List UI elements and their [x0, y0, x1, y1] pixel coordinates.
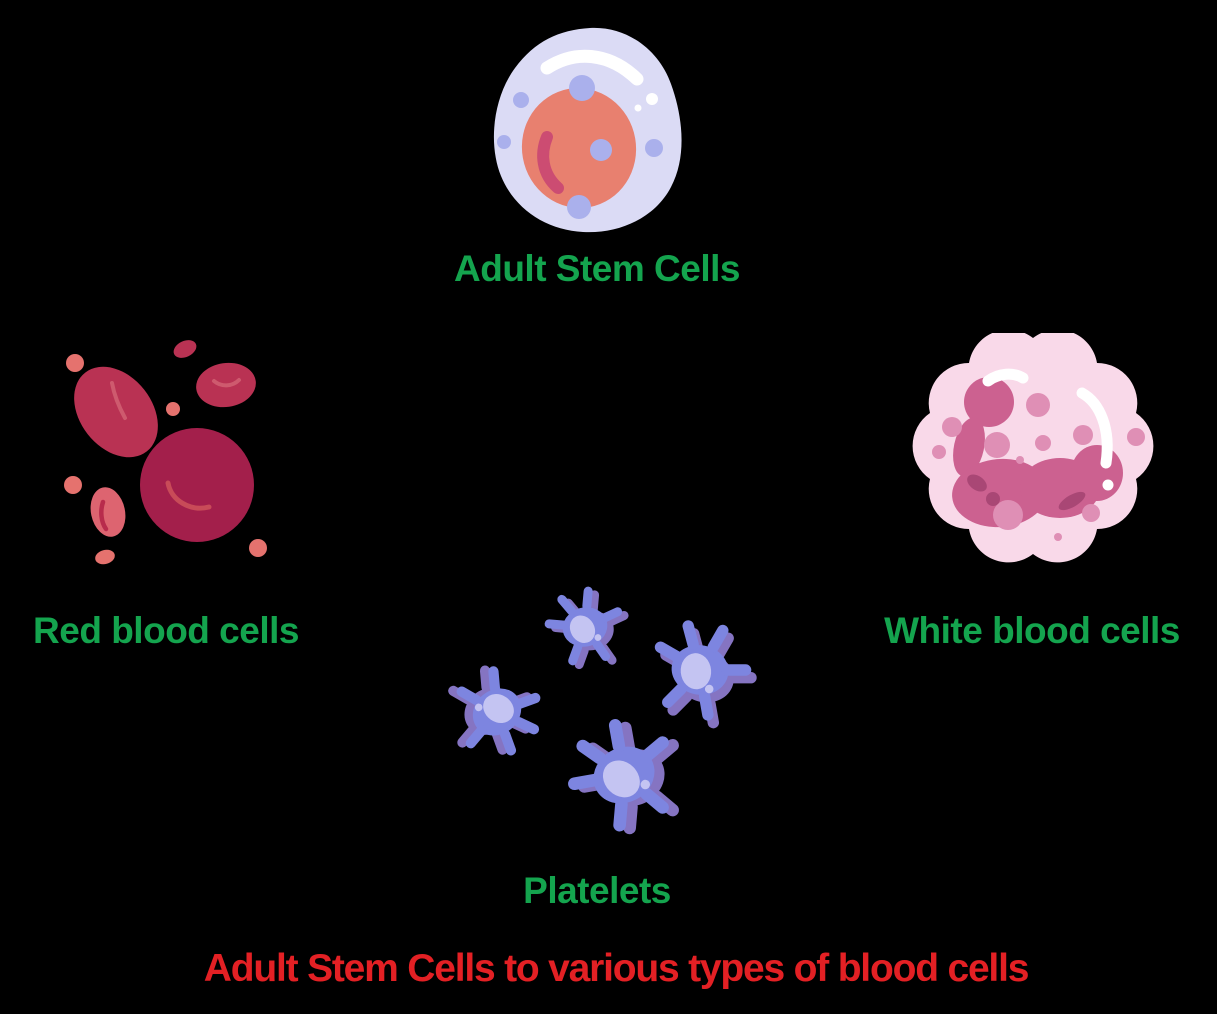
- diagram-caption: Adult Stem Cells to various types of blo…: [203, 947, 1030, 990]
- rbc-bottom-left-cell: [90, 487, 126, 537]
- wbc-highlight: [982, 368, 1029, 387]
- rbc-big-cell: [140, 428, 254, 542]
- red-blood-cells-label: Red blood cells: [33, 610, 299, 651]
- platelet: [537, 582, 641, 681]
- stem-cell-vesicle-dots: [497, 75, 663, 219]
- platelets-illustration: [432, 582, 767, 842]
- wbc-nucleus: [952, 377, 1123, 528]
- stem-cell-white-dot: [634, 104, 642, 112]
- rbc-small-dot: [66, 354, 84, 372]
- white-blood-cell-illustration: [912, 333, 1154, 563]
- platelets-label: Platelets: [523, 870, 671, 911]
- wbc-granule-dots: [932, 393, 1145, 541]
- red-blood-cells-illustration: [64, 340, 267, 565]
- stem-cell-highlight: [540, 49, 644, 86]
- platelet: [641, 612, 766, 736]
- wbc-membrane: [912, 333, 1154, 563]
- platelet: [548, 695, 711, 842]
- adult-stem-cell-illustration: [493, 27, 682, 233]
- platelet: [432, 644, 560, 780]
- stem-cell-nucleolus-crescent: [537, 131, 564, 194]
- rbc-small-dot: [166, 402, 180, 416]
- rbc-top-right-cell: [196, 362, 256, 408]
- rbc-small-dot: [95, 549, 115, 565]
- wbc-white-dot: [1102, 479, 1114, 491]
- rbc-small-cell: [173, 340, 197, 358]
- rbc-small-dot: [249, 539, 267, 557]
- white-blood-cells-label: White blood cells: [884, 610, 1180, 651]
- stem-cell-white-dot: [646, 93, 658, 105]
- wbc-dark-spots: [967, 474, 1086, 511]
- rbc-left-cell: [74, 366, 158, 458]
- rbc-small-dot: [64, 476, 82, 494]
- adult-stem-cells-label: Adult Stem Cells: [454, 248, 741, 289]
- wbc-highlight: [1076, 387, 1113, 469]
